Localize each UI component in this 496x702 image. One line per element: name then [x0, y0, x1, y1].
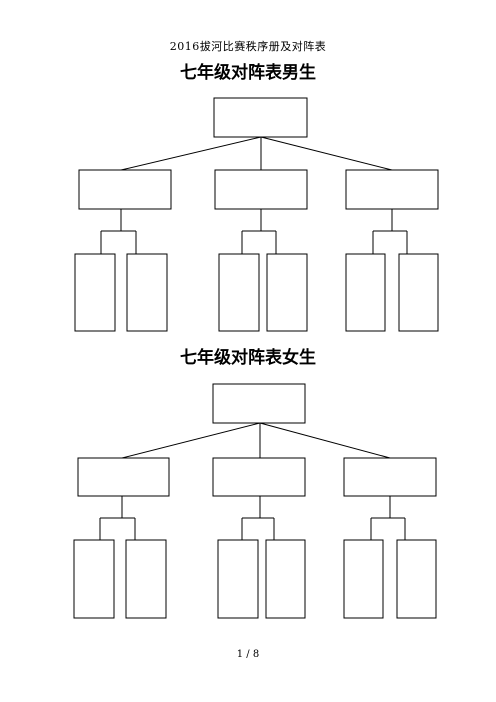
section-title-boys: 七年级对阵表男生: [180, 63, 316, 83]
team-box: [398, 253, 439, 332]
semifinal-box-1: [77, 457, 170, 497]
semifinal-box-2: [214, 169, 308, 210]
final-box: [212, 383, 306, 424]
semifinal-box-3: [345, 169, 439, 210]
team-box: [396, 539, 437, 619]
connector-line: [259, 422, 391, 459]
team-box: [265, 539, 306, 619]
team-box: [125, 539, 167, 619]
team-box: [343, 539, 384, 619]
bracket-girls-diagram: [73, 383, 437, 619]
bracket-boys: [0, 95, 496, 335]
semifinal-box-1: [78, 169, 172, 210]
connector-line: [121, 422, 261, 459]
team-box: [266, 253, 308, 332]
section-title-girls: 七年级对阵表女生: [180, 348, 316, 368]
team-box: [74, 253, 116, 332]
page-number: 1 / 8: [236, 649, 260, 660]
final-box: [213, 97, 308, 138]
team-box: [73, 539, 115, 619]
bracket-girls: [0, 380, 496, 620]
connector-line: [120, 136, 262, 171]
team-box: [218, 253, 260, 332]
semifinal-box-2: [212, 457, 306, 497]
team-box: [345, 253, 386, 332]
team-box: [217, 539, 259, 619]
connector-line: [260, 136, 393, 171]
bracket-boys-diagram: [74, 97, 439, 332]
team-box: [126, 253, 168, 332]
document-header: 2016拔河比赛秩序册及对阵表: [169, 40, 327, 53]
semifinal-box-3: [343, 457, 437, 497]
